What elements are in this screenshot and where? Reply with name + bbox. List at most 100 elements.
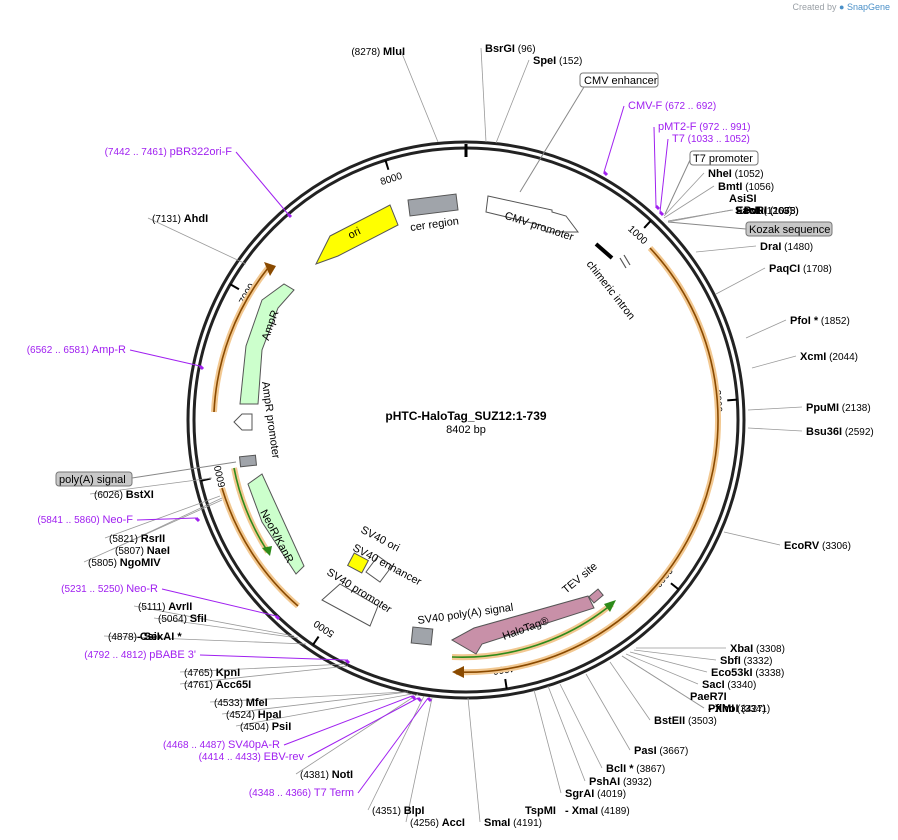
site-leader <box>405 697 433 823</box>
primers: CMV-F (672 .. 692)pMT2-F (972 .. 991)T7 … <box>27 100 751 799</box>
primer: (5231 .. 5250) Neo-R <box>61 583 158 595</box>
site-position: (5807) <box>115 546 147 557</box>
site-name: Bsu36I <box>806 426 842 438</box>
primer-leader <box>653 126 657 207</box>
site-leader <box>89 477 213 495</box>
site-name: SbfI <box>720 655 741 667</box>
restriction-site: EcoRV (3306) <box>784 540 851 552</box>
primer-leader <box>129 349 201 367</box>
site-leader <box>209 691 407 703</box>
site-leader <box>621 655 705 709</box>
tev-site-label: TEV site <box>560 560 600 596</box>
site-name: SfiI <box>190 613 207 625</box>
restriction-site: (4524) HpaI <box>226 709 282 721</box>
restriction-site: (4504) PsiI <box>240 721 291 733</box>
site-position: (3306) <box>819 541 851 552</box>
site-name: SacII <box>735 205 761 217</box>
primer-position: (7442 .. 7461) <box>105 147 170 158</box>
primer-mark <box>344 658 351 665</box>
restriction-site: - PvuI (1065) <box>737 205 799 217</box>
tick-label: 6000 <box>213 464 229 489</box>
primer-position: (4468 .. 4487) <box>163 740 228 751</box>
site-position: (5111) <box>138 602 168 613</box>
snapgene-logo-icon: ● <box>839 2 845 12</box>
site-name: PpuMI <box>806 402 839 414</box>
site-leader <box>110 497 223 551</box>
primer: (4348 .. 4366) T7 Term <box>249 787 354 799</box>
primer-name: T7 <box>672 133 685 145</box>
plasmid-size: 8402 bp <box>446 424 486 436</box>
green-arrowhead-neo <box>262 546 272 556</box>
site-position: (1052) <box>732 169 764 180</box>
primer-name: EBV-rev <box>264 751 305 763</box>
site-leader <box>133 605 295 637</box>
site-position: (3867) <box>634 764 666 775</box>
site-leader <box>104 495 221 539</box>
site-name: BlpI <box>404 805 425 817</box>
ampr-promoter-label: AmpR promoter <box>259 381 282 460</box>
site-position: (1480) <box>781 242 813 253</box>
primer: (4792 .. 4812) pBABE 3' <box>84 649 196 661</box>
site-name: PasI <box>634 745 657 757</box>
primer-name: pBABE 3' <box>149 649 196 661</box>
site-position: (3427) <box>734 704 766 715</box>
primer-position: (4792 .. 4812) <box>84 650 149 661</box>
restriction-site: (7131) AhdI <box>152 213 208 225</box>
primer-position: (4414 .. 4433) <box>199 752 264 763</box>
site-name: MluI <box>383 46 405 58</box>
primer-mark <box>194 516 201 523</box>
kozak-leader <box>667 221 747 230</box>
site-name: - PvuI <box>737 205 767 217</box>
site-leader <box>663 185 715 219</box>
restriction-site: (4381) NotI <box>300 769 353 781</box>
halotag-feature <box>450 595 595 655</box>
primer-leader <box>307 697 419 758</box>
site-position: (1263) <box>761 206 793 217</box>
primer-name: pMT2-F <box>658 121 697 133</box>
chimeric-intron-mark-2 <box>623 254 631 266</box>
site-leader <box>747 427 803 432</box>
svg-text:ori: ori <box>346 225 363 241</box>
site-name: KpnI <box>216 667 240 679</box>
site-leader <box>400 50 439 143</box>
cmv-promoter-feature <box>485 195 579 233</box>
restriction-site: PasI (3667) <box>634 745 688 757</box>
site-leader <box>723 531 781 546</box>
site-position: (2592) <box>842 427 874 438</box>
site-leader <box>153 617 299 639</box>
credit-text: Created by <box>792 2 837 12</box>
restriction-site: - XhoI (3341) <box>708 703 770 715</box>
tick-mark <box>504 678 508 690</box>
t7-promoter-label: T7 promoter <box>693 153 753 165</box>
site-name: TspMI <box>525 805 556 817</box>
site-name: PsiI <box>272 721 292 733</box>
site-name: SgrAI <box>565 788 594 800</box>
green-arrowhead-halotag <box>604 600 616 612</box>
site-position: (1065) <box>767 206 799 217</box>
site-position: (3308) <box>753 644 785 655</box>
primer-position: (4348 .. 4366) <box>249 788 314 799</box>
neokanr-feature <box>247 473 305 575</box>
orf-arrowhead-main <box>452 666 464 678</box>
primer-position: (5841 .. 5860) <box>37 515 102 526</box>
primer-mark <box>198 364 205 371</box>
site-leader <box>585 673 631 751</box>
site-leader <box>663 172 705 217</box>
site-leader <box>559 683 603 769</box>
primer: (5841 .. 5860) Neo-F <box>37 514 133 526</box>
site-position: (1708) <box>800 264 832 275</box>
restriction-site: (8278) MluI <box>351 46 405 58</box>
primer: (4468 .. 4487) SV40pA-R <box>163 739 280 751</box>
site-name: Acc65I <box>216 679 251 691</box>
tick-mark <box>727 398 738 402</box>
restriction-site: - XmaI (4189) <box>565 805 630 817</box>
restriction-site: (4533) MfeI <box>214 697 268 709</box>
site-position: (4761) <box>184 680 216 691</box>
site-position: (3340) <box>725 680 757 691</box>
site-position: (4878) <box>108 632 140 643</box>
primer-name: pBR322ori-F <box>170 146 233 158</box>
polya-box-feature <box>238 454 258 468</box>
primer: pMT2-F (972 .. 991) <box>658 121 750 133</box>
restriction-site: BstEII (3503) <box>654 715 717 727</box>
primer: (6562 .. 6581) Amp-R <box>27 344 126 356</box>
